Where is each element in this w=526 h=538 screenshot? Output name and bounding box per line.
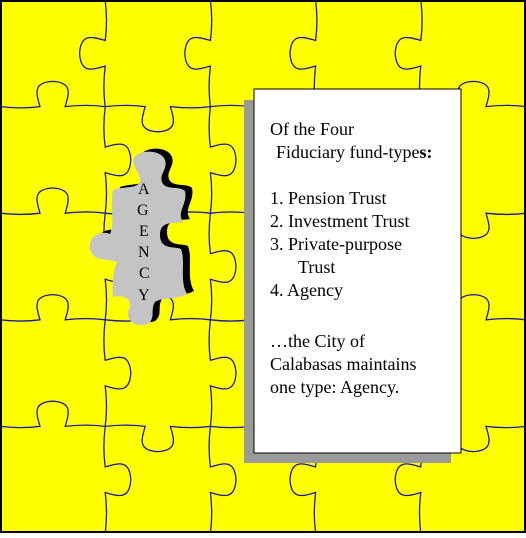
piece-letter: Y [138, 287, 150, 304]
card-heading-bold: s: [419, 142, 433, 162]
closing-line: one type: Agency. [270, 377, 400, 397]
closing-line: …the City of [270, 331, 365, 351]
card-heading-main: Fiduciary fund-type [276, 142, 420, 162]
card-heading-line1: Of the Four [270, 119, 354, 139]
puzzle-vertical-edge [184, 0, 237, 534]
closing-line: Calabasas maintains [270, 354, 417, 374]
fund-type-item: 2. Investment Trust [270, 211, 410, 231]
piece-letter: G [137, 202, 149, 219]
piece-letter: C [139, 265, 150, 282]
card-heading-line2: Fiduciary fund-types: [276, 143, 432, 161]
piece-letter: E [139, 223, 149, 240]
fund-type-item: 3. Private-purpose [270, 234, 402, 254]
fund-type-item: 4. Agency [270, 280, 343, 300]
fund-type-item-continuation: Trust [298, 257, 336, 277]
piece-letter: N [138, 244, 150, 261]
fund-type-item: 1. Pension Trust [270, 188, 387, 208]
agency-puzzle-piece [89, 151, 187, 326]
piece-letter: A [138, 181, 150, 198]
text-card [253, 88, 462, 454]
